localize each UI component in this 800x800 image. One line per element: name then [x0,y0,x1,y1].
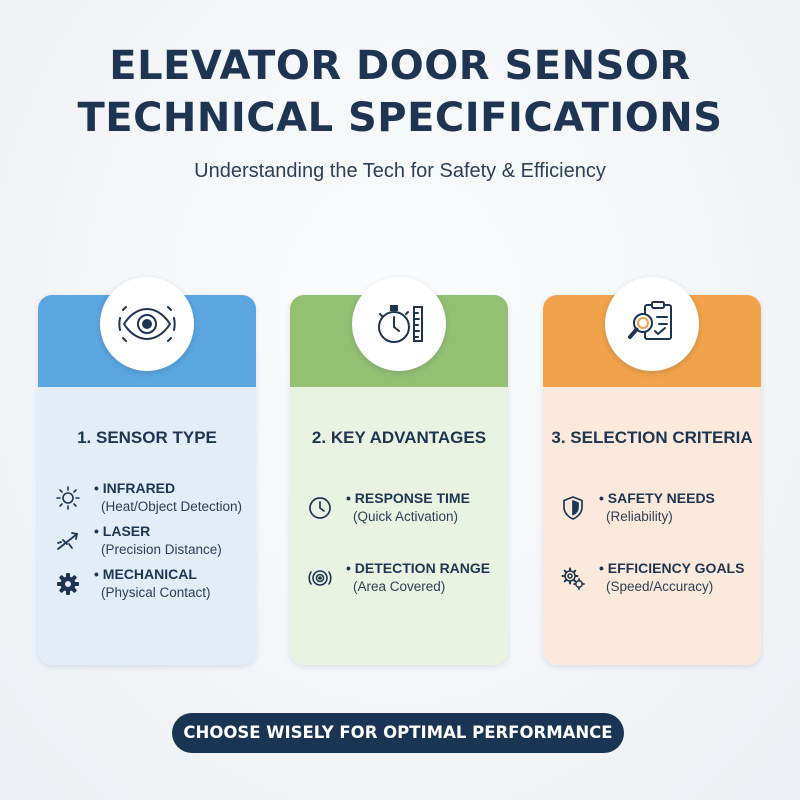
item-description: (Physical Contact) [101,585,211,600]
item-description: (Quick Activation) [353,509,459,524]
list-item-safety-needs: SAFETY NEEDS (Reliability) [557,490,753,532]
list-item-infrared: INFRARED (Heat/Object Detection) [52,480,248,522]
shield-icon [557,494,589,522]
list-item-efficiency-goals: EFFICIENCY GOALS (Speed/Accuracy) [557,560,753,602]
gear-icon [52,570,84,598]
card-body [543,387,761,665]
title-line-2: TECHNICAL SPECIFICATIONS [77,95,723,141]
item-description: (Precision Distance) [101,542,222,557]
item-label: EFFICIENCY GOALS [599,560,745,576]
item-label: SAFETY NEEDS [599,490,715,506]
page-subtitle: Understanding the Tech for Safety & Effi… [194,160,606,182]
title-line-1: ELEVATOR DOOR SENSOR [109,43,691,89]
item-label: RESPONSE TIME [346,490,470,506]
list-item-response-time: RESPONSE TIME (Quick Activation) [304,490,500,532]
list-item-mechanical: MECHANICAL (Physical Contact) [52,566,248,608]
laser-beam-icon [52,527,84,555]
card-body [290,387,508,665]
card-title: 2. KEY ADVANTAGES [311,428,487,447]
list-item-detection-range: DETECTION RANGE (Area Covered) [304,560,500,602]
radar-icon [304,564,336,592]
eye-scan-icon [100,277,194,371]
card-title: 3. SELECTION CRITERIA [551,428,753,447]
item-label: DETECTION RANGE [346,560,490,576]
gears-icon [557,564,589,592]
card-selection-criteria: 3. SELECTION CRITERIA SAFETY NEEDS (Reli… [543,295,761,665]
item-description: (Reliability) [606,509,673,524]
stopwatch-ruler-icon [352,277,446,371]
item-label: INFRARED [94,480,175,496]
item-description: (Speed/Accuracy) [606,579,714,594]
footer-banner: CHOOSE WISELY FOR OPTIMAL PERFORMANCE [172,713,624,753]
item-label: LASER [94,523,150,539]
clock-icon [304,494,336,522]
item-label: MECHANICAL [94,566,197,582]
item-description: (Heat/Object Detection) [101,499,243,514]
card-key-advantages: 2. KEY ADVANTAGES RESPONSE TIME (Quick A… [290,295,508,665]
sun-icon [52,484,84,512]
card-title: 1. SENSOR TYPE [77,428,217,447]
page-title: ELEVATOR DOOR SENSOR TECHNICAL SPECIFICA… [0,40,800,144]
clipboard-magnifier-icon [605,277,699,371]
list-item-laser: LASER (Precision Distance) [52,523,248,565]
item-description: (Area Covered) [353,579,446,594]
